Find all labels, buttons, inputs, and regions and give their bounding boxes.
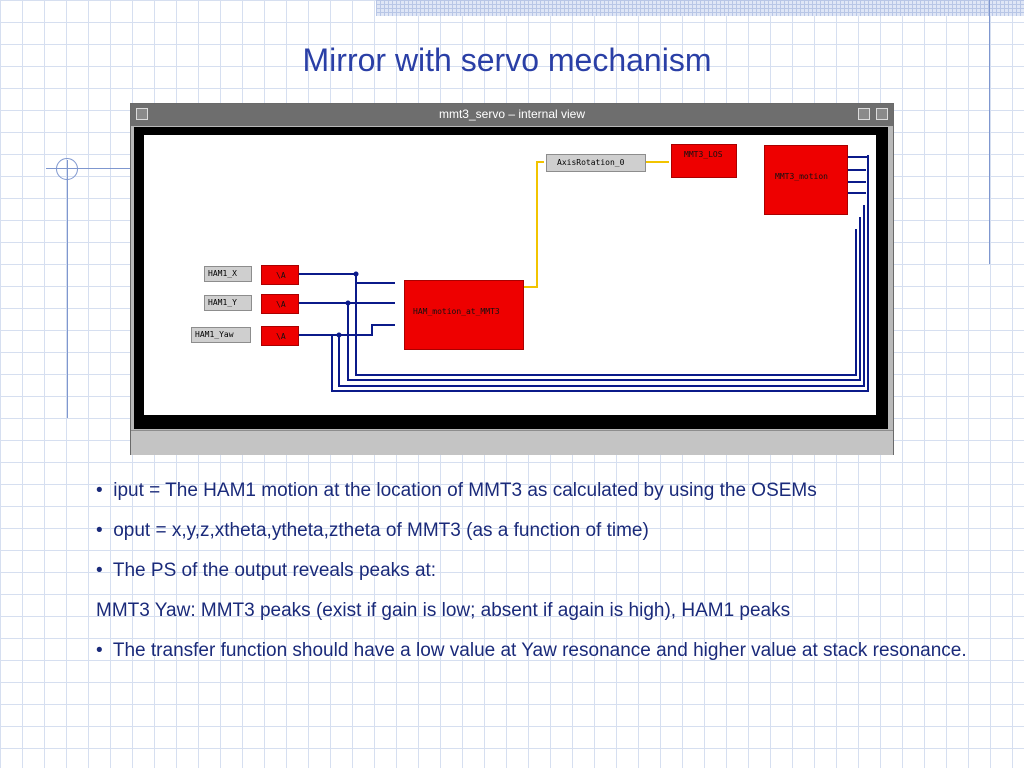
input-label: HAM1_X [208,269,237,278]
minimize-button[interactable] [858,108,870,120]
top-decoration-band [376,0,1024,16]
wire-return-1 [331,155,869,392]
axis-rotation-label: AxisRotation_0 [557,158,625,167]
gain-block-x[interactable]: \A [261,265,299,285]
wires [299,155,869,392]
bullet-ps-peaks: • The PS of the output reveals peaks at: [96,560,437,581]
bullet-transfer-function: • The transfer function should have a lo… [96,640,967,661]
window-titlebar[interactable]: mmt3_servo – internal view [131,104,893,126]
input-block-ham1-yaw[interactable]: HAM1_Yaw [191,327,251,343]
ham-motion-block[interactable]: HAM_motion_at_MMT3 [404,280,524,350]
gain-block-yaw[interactable]: \A [261,326,299,346]
bullet-oput: • oput = x,y,z,xtheta,ytheta,ztheta of M… [96,520,649,541]
ham-motion-label: HAM_motion_at_MMT3 [413,307,500,316]
wire-return-3 [347,217,861,381]
maximize-button[interactable] [876,108,888,120]
gain-label: \A [276,332,286,341]
diagram-canvas[interactable]: HAM1_X HAM1_Y HAM1_Yaw \A \A \A HAM_moti… [144,135,876,415]
mmt3-motion-label: MMT3_motion [775,172,828,181]
bullet-iput: • iput = The HAM1 motion at the location… [96,480,817,501]
wire-ham-to-axis [524,161,544,288]
deco-horizontal-line-left [46,168,130,169]
input-block-ham1-x[interactable]: HAM1_X [204,266,252,282]
window-title: mmt3_servo – internal view [438,107,586,121]
slide-title: Mirror with servo mechanism [302,42,712,78]
junction-dot [353,271,359,277]
mmt3-los-block[interactable]: MMT3_LOS [671,144,737,178]
deco-vertical-line-right [989,0,990,264]
deco-vertical-line-left [67,160,68,418]
wire-yaw-to-ham [299,324,395,336]
mmt3-motion-block[interactable]: MMT3_motion [764,145,848,215]
wire-return-4 [355,229,857,376]
junction-dot [345,300,351,306]
diagram-canvas-frame: HAM1_X HAM1_Y HAM1_Yaw \A \A \A HAM_moti… [134,127,888,429]
input-label: HAM1_Yaw [195,330,234,339]
wire-return-2 [338,205,865,387]
wire-x-to-ham [299,273,395,284]
slide-body: • iput = The HAM1 motion at the location… [96,478,976,678]
gain-block-y[interactable]: \A [261,294,299,314]
app-window: mmt3_servo – internal view [130,103,894,455]
junction-dot [336,332,342,338]
input-block-ham1-y[interactable]: HAM1_Y [204,295,252,311]
deco-circle [56,158,78,180]
window-statusbar [131,430,893,455]
gain-label: \A [276,271,286,280]
window-menu-button[interactable] [136,108,148,120]
axis-rotation-block[interactable]: AxisRotation_0 [546,154,646,172]
paragraph-mmt3-yaw: MMT3 Yaw: MMT3 peaks (exist if gain is l… [96,600,791,621]
input-label: HAM1_Y [208,298,237,307]
mmt3-los-label: MMT3_LOS [684,150,723,159]
gain-label: \A [276,300,286,309]
